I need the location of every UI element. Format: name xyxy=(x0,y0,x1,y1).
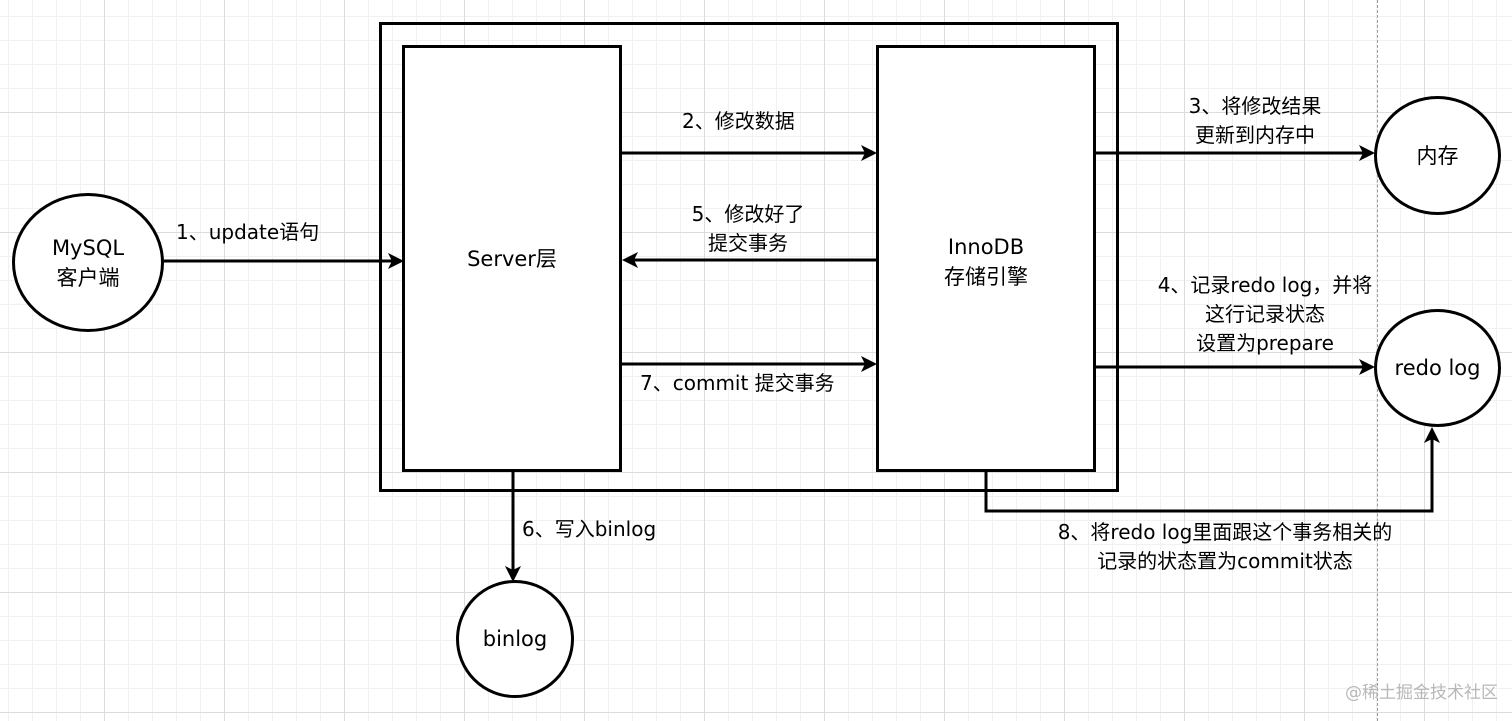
arrowhead-step4 xyxy=(1359,359,1375,375)
edge-label-step7: 7、commit 提交事务 xyxy=(640,371,835,395)
server-layer-node: Server层 xyxy=(402,45,622,472)
arrowhead-step8 xyxy=(1424,427,1440,443)
edge-label-step5: 5、修改好了 提交事务 xyxy=(691,202,805,255)
memory-node: 内存 xyxy=(1374,96,1501,215)
innodb-node: InnoDB 存储引擎 xyxy=(876,45,1096,472)
edge-label-step6: 6、写入binlog xyxy=(522,517,657,541)
edge-label-step8: 8、将redo log里面跟这个事务相关的 记录的状态置为commit状态 xyxy=(1057,520,1393,573)
mysql-client-label: MySQL 客户端 xyxy=(51,235,125,290)
edge-label-step4: 4、记录redo log，并将 这行记录状态 设置为prepare xyxy=(1157,273,1373,355)
edge-label-step3: 3、将修改结果 更新到内存中 xyxy=(1188,94,1322,147)
mysql-client-node: MySQL 客户端 xyxy=(12,193,164,332)
watermark-text: @稀土掘金技术社区 xyxy=(1345,683,1498,703)
binlog-node: binlog xyxy=(456,580,574,698)
binlog-label: binlog xyxy=(482,627,548,651)
innodb-label: InnoDB 存储引擎 xyxy=(944,235,1028,289)
mysql-server-boundary xyxy=(379,22,1119,492)
server-layer-label: Server层 xyxy=(467,247,557,271)
memory-label: 内存 xyxy=(1416,143,1459,168)
edge-label-step2: 2、修改数据 xyxy=(682,109,795,133)
redo-log-label: redo log xyxy=(1394,356,1481,380)
redo-log-node: redo log xyxy=(1374,309,1501,427)
edge-label-step1: 1、update语句 xyxy=(176,220,320,244)
